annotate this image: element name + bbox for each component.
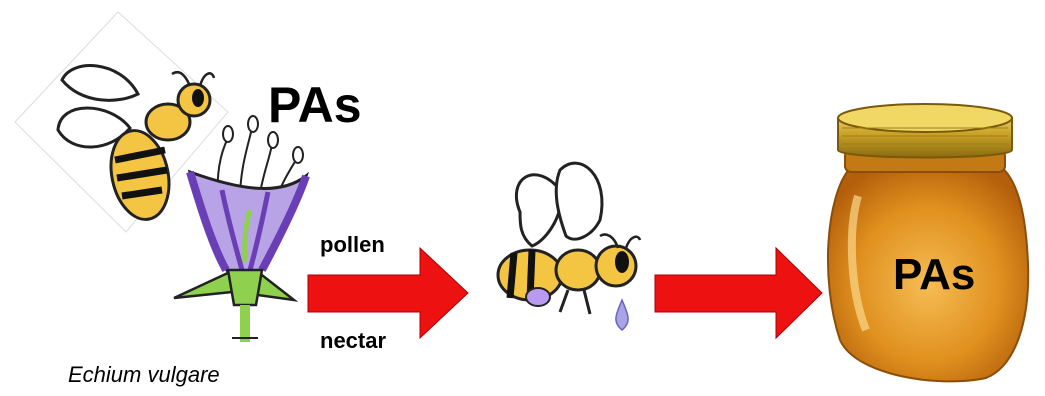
- pas-label-top: PAs: [268, 80, 362, 130]
- species-label: Echium vulgare: [68, 362, 220, 388]
- honey-jar-icon: [828, 104, 1028, 381]
- nectar-label: nectar: [320, 328, 386, 354]
- arrow-right-icon: [308, 248, 468, 338]
- arrow-right-icon: [655, 248, 822, 338]
- pollen-label: pollen: [320, 232, 385, 258]
- bee-icon: [498, 163, 640, 330]
- pas-label-jar: PAs: [893, 253, 975, 297]
